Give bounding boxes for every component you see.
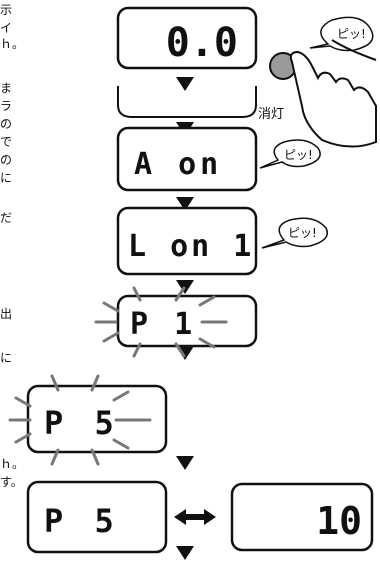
down-arrow [176,456,194,470]
text-fragment: イ [0,21,12,35]
display-3-value: L on 1 [128,229,254,264]
down-arrow [176,197,194,211]
text-fragment: す。 [0,475,23,489]
text-fragment: 示 [0,3,12,17]
beep-text: ピッ! [337,27,366,41]
display-4-value: P 1 [130,307,196,342]
text-fragment: に [0,351,12,365]
lights-off-label: 消灯 [258,107,284,122]
lights-off-bracket [117,86,257,118]
alternate-arrows-icon [174,509,216,525]
text-fragment: ま [0,81,12,95]
beep-text: ピッ! [288,226,317,240]
text-fragment: の [0,153,12,167]
left-text-column: 示 イ ｈ。 ま ラ の で の に だ 出 に ｈ。 す。 [0,3,24,489]
text-fragment: に [0,171,12,185]
beep-text: ピッ! [284,148,313,162]
down-arrow [176,77,194,91]
display-panel-1 [116,6,258,70]
display-1-value: 0.0 [166,20,238,66]
text-fragment: で [0,135,12,149]
beep-bubble: ピッ! [259,139,321,169]
display-panel-6a [26,480,168,554]
display-6a-value: P 5 [44,502,120,540]
display-5-value: P 5 [44,404,120,442]
flash-rays [94,286,228,358]
beep-bubble: ピッ! [261,217,328,249]
display-panel-6b [230,482,374,552]
flash-rays [8,374,152,466]
text-fragment: ｈ。 [0,37,24,51]
text-fragment: ｈ。 [0,457,24,471]
text-fragment: の [0,117,12,131]
display-panel-2 [116,126,258,192]
text-fragment: だ [0,211,12,225]
display-2-value: A on [134,147,222,182]
text-fragment: ラ [0,99,12,113]
text-fragment: 出 [0,307,12,321]
beep-bubble: ピッ! [309,16,374,52]
display-6b-value: 10 [316,499,362,543]
pressing-hand-icon [289,39,377,148]
down-arrow [176,546,194,560]
display-panel-4 [116,294,258,348]
display-panel-3 [116,206,258,276]
